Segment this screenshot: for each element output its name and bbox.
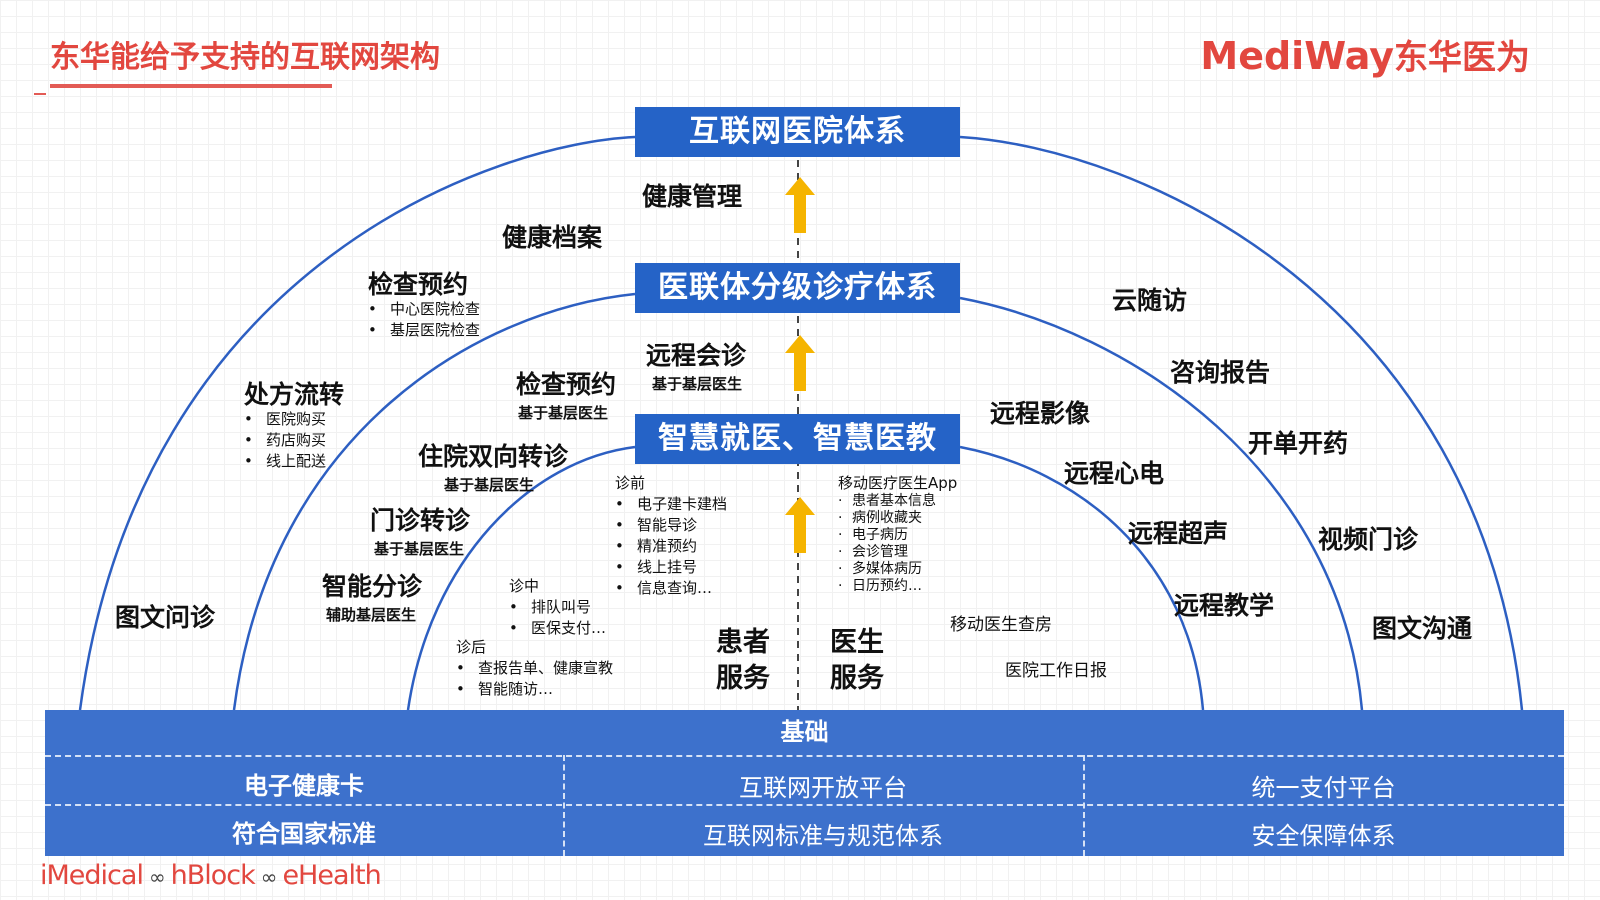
post-visit-title: 诊后 — [456, 638, 487, 656]
patient-service-label: 患者 服务 — [716, 627, 770, 694]
doctor-service-label: 医生 服务 — [830, 627, 884, 694]
up-arrow-icon — [785, 497, 815, 553]
middle-arc-right — [959, 296, 1364, 711]
prescription-list: •医院购买 •药店购买 •线上配送 — [244, 409, 326, 472]
list-item: •医院购买 — [244, 410, 327, 428]
list-item: •中心医院检查 — [368, 300, 481, 318]
list-item: •智能导诊 — [615, 516, 698, 534]
smart-triage-title: 智能分诊 — [322, 572, 423, 601]
remote-consultation-sub: 基于基层医生 — [652, 375, 743, 393]
list-item: ·日历预约… — [838, 578, 922, 594]
title-underline — [50, 84, 332, 88]
outpatient-referral-title: 门诊转诊 — [370, 506, 471, 535]
prescription-title: 处方流转 — [244, 380, 345, 409]
footer-tagline: iMedical∞hBlock∞eHealth — [40, 860, 382, 891]
list-item: •电子建卡建档 — [615, 495, 728, 513]
mobile-rounds-label: 移动医生查房 — [950, 615, 1052, 635]
list-item: •查报告单、健康宣教 — [456, 659, 614, 677]
internet-open-platform: 互联网开放平台 — [739, 774, 907, 802]
outer-exam-booking-title: 检查预约 — [368, 270, 469, 299]
inpatient-referral-title: 住院双向转诊 — [418, 442, 569, 471]
image-text-consult-label: 图文问诊 — [115, 603, 216, 632]
middle-exam-booking-title: 检查预约 — [516, 370, 617, 399]
brand-latin: MediWay — [1200, 34, 1394, 78]
title-tick — [34, 93, 46, 95]
remote-teaching-label: 远程教学 — [1174, 591, 1275, 620]
list-item: •智能随访… — [456, 680, 554, 698]
list-item: •基层医院检查 — [368, 321, 481, 339]
foundation-divider — [45, 804, 1564, 806]
smart-triage-sub: 辅助基层医生 — [326, 606, 417, 624]
foundation-panel: 基础 电子健康卡 互联网开放平台 统一支付平台 符合国家标准 互联网标准与规范体… — [45, 710, 1564, 856]
national-standard: 符合国家标准 — [232, 820, 376, 848]
foundation-title: 基础 — [780, 718, 829, 746]
list-item: •排队叫号 — [509, 598, 592, 616]
unified-payment-platform: 统一支付平台 — [1251, 774, 1396, 802]
middle-exam-booking-sub: 基于基层医生 — [518, 404, 609, 422]
list-item: ·患者基本信息 — [838, 493, 936, 509]
daily-report-label: 医院工作日报 — [1005, 661, 1107, 681]
electronic-health-card: 电子健康卡 — [244, 772, 364, 800]
list-item: •精准预约 — [615, 537, 698, 555]
up-arrow-icon — [785, 335, 815, 391]
during-visit-title: 诊中 — [509, 577, 540, 595]
list-item: •医保支付… — [509, 619, 607, 637]
security-system: 安全保障体系 — [1251, 822, 1396, 850]
foundation-divider — [1083, 755, 1085, 856]
brand-logo: MediWay东华医为 — [1200, 30, 1530, 79]
mobile-app-list: ·患者基本信息 ·病例收藏夹 ·电子病历 ·会诊管理 ·多媒体病历 ·日历预约… — [838, 493, 936, 595]
post-visit-list: •查报告单、健康宣教 •智能随访… — [456, 658, 613, 700]
tier-medical-alliance: 医联体分级诊疗体系 — [635, 263, 960, 313]
foundation-divider — [563, 755, 565, 856]
pre-visit-list: •电子建卡建档 •智能导诊 •精准预约 •线上挂号 •信息查询… — [615, 494, 727, 599]
remote-imaging-label: 远程影像 — [990, 399, 1091, 428]
inpatient-referral-sub: 基于基层医生 — [444, 476, 535, 494]
mobile-app-title: 移动医疗医生App — [838, 474, 958, 492]
cloud-followup-label: 云随访 — [1112, 286, 1188, 315]
during-visit-list: •排队叫号 •医保支付… — [509, 597, 606, 639]
tier-internet-hospital: 互联网医院体系 — [635, 107, 960, 157]
remote-ultrasound-label: 远程超声 — [1128, 519, 1229, 548]
pre-visit-title: 诊前 — [615, 474, 646, 492]
image-text-chat-label: 图文沟通 — [1372, 614, 1473, 643]
list-item: ·病例收藏夹 — [838, 510, 922, 526]
outer-arc-right — [959, 135, 1524, 711]
foundation-divider — [45, 755, 1564, 757]
brand-cn: 东华医为 — [1394, 38, 1530, 78]
up-arrow-icon — [785, 177, 815, 233]
remote-consultation-label: 远程会诊 — [646, 341, 747, 370]
health-management-label: 健康管理 — [642, 182, 743, 211]
slide-title: 东华能给予支持的互联网架构 — [50, 40, 440, 75]
health-records-label: 健康档案 — [502, 223, 603, 252]
list-item: ·会诊管理 — [838, 544, 908, 560]
outer-arc — [78, 135, 636, 711]
consult-report-label: 咨询报告 — [1170, 358, 1271, 387]
list-item: •药店购买 — [244, 431, 327, 449]
remote-ecg-label: 远程心电 — [1064, 459, 1165, 488]
list-item: ·电子病历 — [838, 527, 908, 543]
middle-arc — [232, 292, 636, 711]
list-item: •信息查询… — [615, 579, 713, 597]
list-item: •线上挂号 — [615, 558, 698, 576]
list-item: •线上配送 — [244, 452, 327, 470]
outpatient-referral-sub: 基于基层医生 — [374, 540, 465, 558]
list-item: ·多媒体病历 — [838, 561, 922, 577]
internet-standards-system: 互联网标准与规范体系 — [703, 822, 943, 850]
inner-arc-right — [959, 445, 1205, 711]
video-clinic-label: 视频门诊 — [1318, 525, 1419, 554]
outer-exam-booking-list: •中心医院检查 •基层医院检查 — [368, 299, 480, 341]
prescribe-label: 开单开药 — [1248, 429, 1349, 458]
tier-smart-care: 智慧就医、智慧医教 — [635, 414, 960, 464]
inner-arc — [406, 445, 636, 711]
